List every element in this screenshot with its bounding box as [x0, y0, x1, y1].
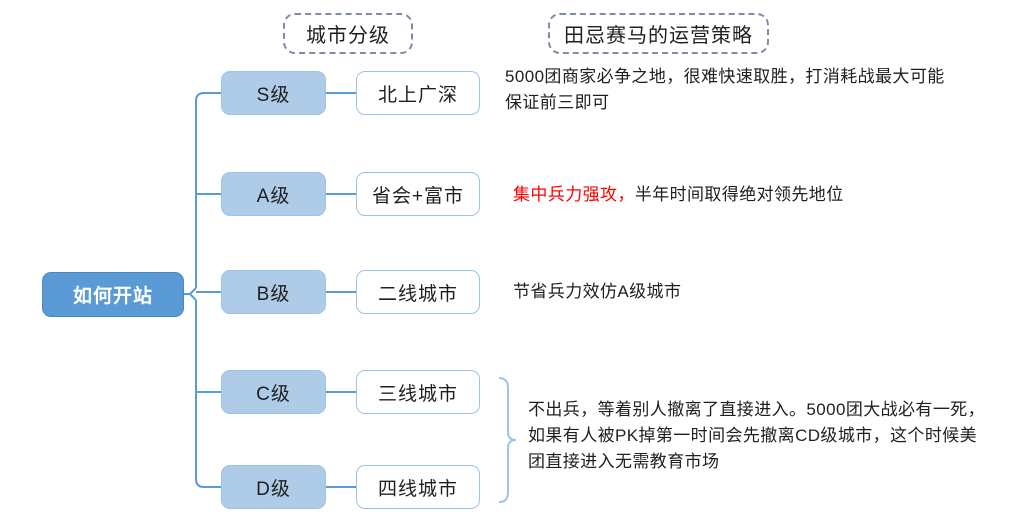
header-label-city-tier: 城市分级 [283, 13, 413, 54]
description-a-highlight: 集中兵力强攻， [513, 185, 635, 204]
city-node-c[interactable]: 三线城市 [356, 370, 480, 414]
city-node-s[interactable]: 北上广深 [356, 71, 480, 115]
description-cd-group: 不出兵，等着别人撤离了直接进入。5000团大战必有一死，如果有人被PK掉第一时间… [528, 400, 986, 471]
description-b: 节省兵力效仿A级城市 [513, 282, 682, 301]
description-a-rest: 半年时间取得绝对领先地位 [634, 185, 844, 204]
header-label-strategy: 田忌赛马的运营策略 [548, 13, 769, 54]
tier-node-d[interactable]: D级 [221, 465, 326, 509]
city-node-d[interactable]: 四线城市 [356, 465, 480, 509]
city-node-a[interactable]: 省会+富市 [356, 172, 480, 216]
root-node[interactable]: 如何开站 [42, 272, 184, 317]
city-node-b[interactable]: 二线城市 [356, 270, 480, 314]
tier-node-c[interactable]: C级 [221, 370, 326, 414]
description-s: 5000团商家必争之地，很难快速取胜，打消耗战最大可能保证前三即可 [505, 67, 945, 112]
tier-node-a[interactable]: A级 [221, 172, 326, 216]
description-a: 集中兵力强攻，半年时间取得绝对领先地位 [513, 182, 983, 208]
tier-node-b[interactable]: B级 [221, 270, 326, 314]
tier-node-s[interactable]: S级 [221, 71, 326, 115]
